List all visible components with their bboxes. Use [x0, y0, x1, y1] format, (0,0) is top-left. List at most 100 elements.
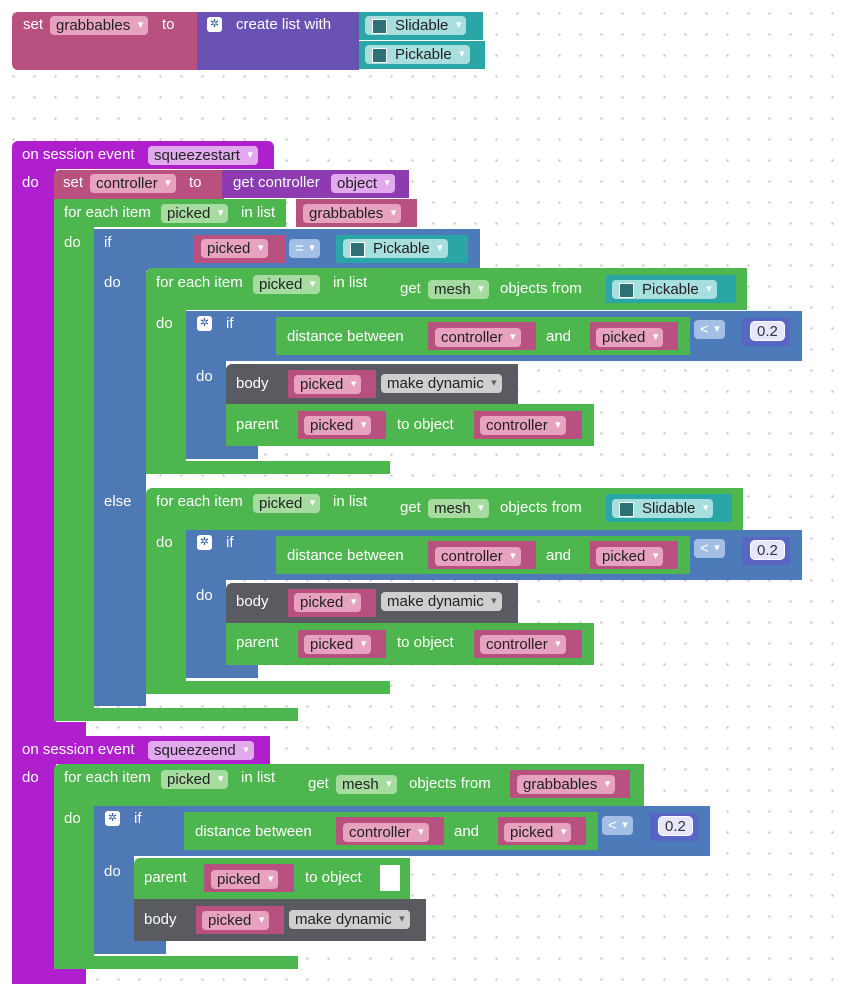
- less-than-operator-dropdown[interactable]: <: [694, 539, 725, 558]
- foreach-label: for each item: [156, 274, 243, 291]
- picked-dropdown[interactable]: picked: [294, 593, 362, 612]
- in-list-label: in list: [241, 204, 276, 221]
- controller-dropdown[interactable]: controller: [480, 416, 566, 435]
- foreach-slidable-footer: [146, 681, 390, 694]
- if-footer: [94, 940, 166, 954]
- get-controller-label: get controller: [233, 174, 320, 191]
- picked-dropdown[interactable]: picked: [202, 911, 270, 930]
- do-label: do: [104, 274, 121, 291]
- pickable-dropdown[interactable]: Pickable: [343, 239, 448, 258]
- foreach-footer: [54, 956, 298, 969]
- do-label: do: [196, 587, 213, 604]
- threshold-number[interactable]: 0.2: [750, 540, 785, 560]
- and-label: and: [546, 328, 572, 345]
- picked-dropdown[interactable]: picked: [596, 328, 664, 347]
- grabbables-dropdown[interactable]: grabbables: [517, 775, 616, 794]
- less-than-operator-dropdown[interactable]: <: [602, 816, 633, 835]
- grabbables-dropdown[interactable]: grabbables: [303, 204, 402, 223]
- mesh-dropdown[interactable]: mesh: [336, 775, 397, 794]
- foreach-do-column: [54, 226, 94, 710]
- controller-dropdown[interactable]: controller: [435, 328, 521, 347]
- gear-icon[interactable]: ✲: [105, 811, 120, 826]
- if-do-column: [94, 854, 134, 954]
- create-list-label: create list with: [236, 16, 332, 33]
- gear-icon[interactable]: ✲: [197, 316, 212, 331]
- create-list-block[interactable]: [197, 12, 359, 70]
- objects-from-label: objects from: [500, 499, 582, 516]
- less-than-operator-dropdown[interactable]: <: [694, 320, 725, 339]
- do-label: do: [156, 534, 173, 551]
- event-label: on session event: [22, 146, 135, 163]
- threshold-number[interactable]: 0.2: [658, 816, 693, 836]
- make-dynamic-dropdown[interactable]: make dynamic: [289, 910, 410, 929]
- event-label: on session event: [22, 741, 135, 758]
- image-icon: [372, 19, 387, 34]
- mesh-dropdown[interactable]: mesh: [428, 499, 489, 518]
- equals-operator-dropdown[interactable]: =: [289, 239, 320, 258]
- event-footer: [12, 722, 86, 736]
- gear-icon[interactable]: ✲: [197, 535, 212, 550]
- variable-dropdown-controller[interactable]: controller: [90, 174, 176, 193]
- controller-dropdown[interactable]: controller: [435, 547, 521, 566]
- foreach-pickable-footer: [146, 461, 390, 474]
- make-dynamic-dropdown[interactable]: make dynamic: [381, 374, 502, 393]
- foreach-var-dropdown[interactable]: picked: [161, 770, 229, 789]
- threshold-number[interactable]: 0.2: [750, 321, 785, 341]
- and-label: and: [546, 547, 572, 564]
- to-label: to: [189, 174, 202, 191]
- event-dropdown-squeezestart[interactable]: squeezestart: [148, 146, 258, 165]
- if-do-column: [186, 578, 226, 674]
- foreach-do-column: [54, 804, 94, 964]
- and-label: and: [454, 823, 480, 840]
- to-object-label: to object: [397, 634, 454, 651]
- if-else-block[interactable]: [94, 229, 178, 271]
- parent-label: parent: [236, 634, 279, 651]
- pickable-dropdown[interactable]: Pickable: [612, 280, 717, 299]
- event-do-column: [12, 763, 56, 984]
- variable-dropdown-grabbables[interactable]: grabbables: [50, 16, 149, 35]
- picked-dropdown[interactable]: picked: [304, 416, 372, 435]
- foreach-var-dropdown[interactable]: picked: [161, 204, 229, 223]
- else-label: else: [104, 493, 132, 510]
- if-label: if: [134, 810, 142, 827]
- get-label: get: [308, 775, 329, 792]
- do-label: do: [64, 234, 81, 251]
- pickable-dropdown[interactable]: Pickable: [365, 45, 470, 64]
- set-label: set: [63, 174, 84, 191]
- foreach-var-dropdown[interactable]: picked: [253, 275, 321, 294]
- controller-dropdown[interactable]: controller: [480, 635, 566, 654]
- picked-dropdown[interactable]: picked: [294, 375, 362, 394]
- empty-object-slot[interactable]: [380, 865, 400, 891]
- to-object-label: to object: [397, 416, 454, 433]
- in-list-label: in list: [333, 493, 368, 510]
- slidable-dropdown[interactable]: Slidable: [365, 16, 467, 35]
- distance-label: distance between: [287, 328, 404, 345]
- foreach-pickable-do-column: [146, 309, 186, 473]
- make-dynamic-dropdown[interactable]: make dynamic: [381, 592, 502, 611]
- foreach-label: for each item: [64, 204, 151, 221]
- set-label: set: [23, 16, 44, 33]
- foreach-label: for each item: [64, 769, 151, 786]
- body-label: body: [236, 375, 269, 392]
- if-footer: [186, 445, 258, 459]
- picked-dropdown[interactable]: picked: [304, 635, 372, 654]
- event-dropdown-squeezeend[interactable]: squeezeend: [148, 741, 254, 760]
- do-label: do: [104, 863, 121, 880]
- mesh-dropdown[interactable]: mesh: [428, 280, 489, 299]
- do-label: do: [64, 810, 81, 827]
- event-do-column: [12, 168, 56, 734]
- slidable-dropdown[interactable]: Slidable: [612, 499, 714, 518]
- picked-dropdown[interactable]: picked: [504, 823, 572, 842]
- if-do-column: [186, 359, 226, 455]
- body-label: body: [144, 911, 177, 928]
- picked-dropdown[interactable]: picked: [201, 239, 269, 258]
- picked-dropdown[interactable]: picked: [596, 547, 664, 566]
- event-footer: [12, 968, 86, 984]
- picked-dropdown[interactable]: picked: [211, 870, 279, 889]
- if-do-column: [94, 268, 146, 706]
- controller-object-dropdown[interactable]: object: [331, 174, 396, 193]
- foreach-var-dropdown[interactable]: picked: [253, 494, 321, 513]
- controller-dropdown[interactable]: controller: [343, 823, 429, 842]
- gear-icon[interactable]: ✲: [207, 17, 222, 32]
- distance-label: distance between: [287, 547, 404, 564]
